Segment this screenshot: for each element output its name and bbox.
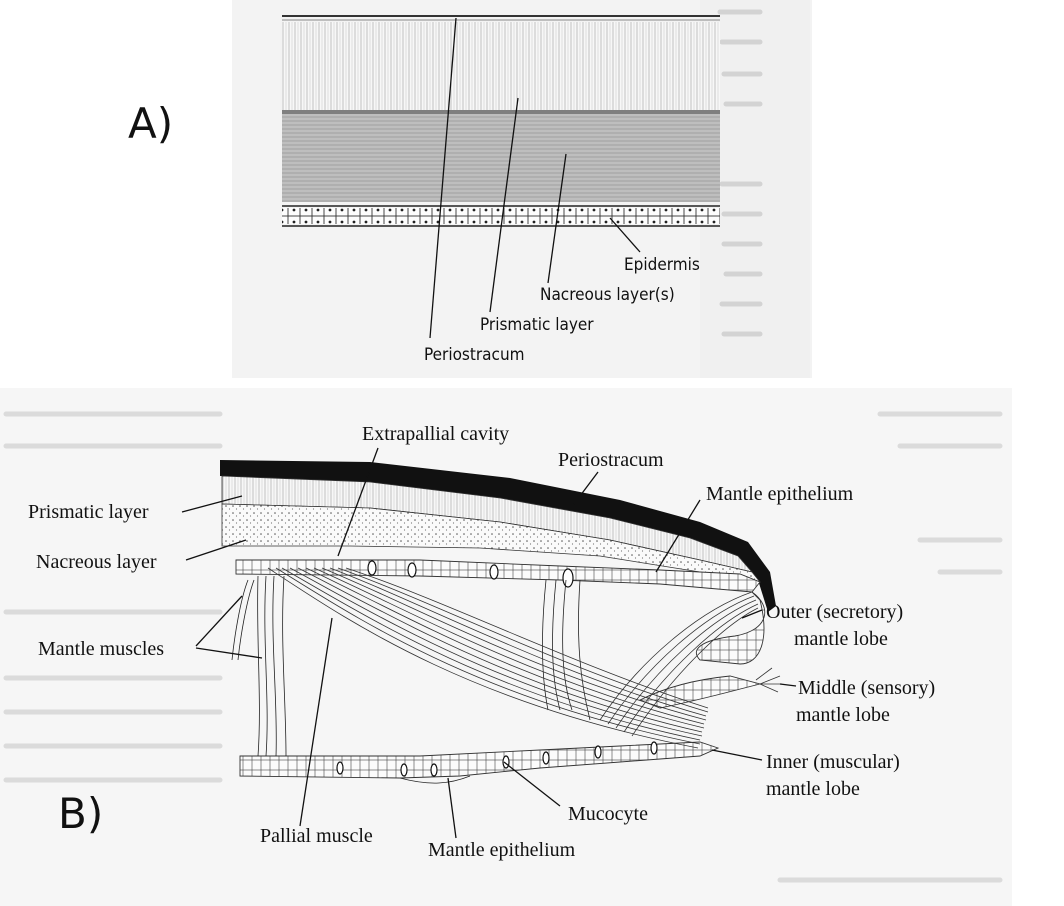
label-mantle-epithelium-top: Mantle epithelium bbox=[706, 483, 854, 505]
leader-outer-lobe bbox=[741, 609, 763, 619]
panel-b-background-print bbox=[3, 411, 1003, 883]
label-pallial-muscle: Pallial muscle bbox=[260, 825, 373, 847]
leader-extrapallial-cavity bbox=[337, 447, 379, 557]
panel-a-leader-periostracum bbox=[429, 17, 457, 339]
leader-prismatic bbox=[181, 495, 243, 513]
panel-a-leader-epidermis bbox=[609, 217, 641, 253]
panel-b-middle-lobe-sensory-hairs bbox=[755, 667, 782, 693]
label-extrapallial-cavity: Extrapallial cavity bbox=[362, 423, 509, 445]
label-mantle-epithelium-bottom: Mantle epithelium bbox=[428, 839, 576, 861]
panel-a-letter: A) bbox=[128, 99, 173, 148]
label-nacreous-layer: Nacreous layer bbox=[36, 551, 157, 573]
panel-b-outer-mantle-lobe bbox=[695, 591, 766, 665]
panel-b-mucocytes bbox=[336, 560, 658, 777]
leader-periostracum bbox=[573, 471, 599, 505]
leader-mantle-epithelium-top bbox=[655, 499, 701, 573]
leader-pallial-muscle bbox=[299, 617, 333, 827]
leader-mantle-epithelium-bottom bbox=[447, 777, 457, 839]
panel-a-label-prismatic: Prismatic layer bbox=[480, 315, 594, 335]
label-inner-lobe-line2: mantle lobe bbox=[766, 778, 860, 800]
panel-a-prismatic-layer bbox=[282, 22, 720, 110]
panel-b-periostracum-band bbox=[220, 460, 776, 612]
leader-inner-lobe bbox=[711, 749, 763, 761]
panel-b-lower-epithelium-fold bbox=[399, 775, 471, 784]
label-outer-lobe-line1: Outer (secretory) bbox=[766, 601, 903, 623]
label-prismatic-layer: Prismatic layer bbox=[28, 501, 149, 523]
panel-a-label-periostracum: Periostracum bbox=[424, 345, 525, 365]
panel-a-leader-prismatic bbox=[489, 97, 519, 313]
label-middle-lobe-line2: mantle lobe bbox=[796, 704, 890, 726]
panel-b-leader-lines bbox=[181, 447, 797, 839]
leader-nacreous bbox=[185, 539, 247, 561]
panel-b: B) Extrapallial cavity Periostracum Mant… bbox=[0, 388, 1012, 906]
leader-mantle-muscles-a bbox=[195, 595, 243, 647]
leader-mantle-muscles-b bbox=[195, 647, 263, 659]
label-mucocyte: Mucocyte bbox=[568, 803, 648, 825]
panel-b-lobe-muscle-fibers bbox=[599, 591, 759, 737]
panel-a-epidermis-layer bbox=[282, 208, 720, 224]
panel-a-label-nacreous: Nacreous layer(s) bbox=[540, 285, 675, 305]
panel-b-outer-epithelium bbox=[235, 559, 761, 593]
panel-a-label-epidermis: Epidermis bbox=[624, 255, 700, 275]
label-outer-lobe-line2: mantle lobe bbox=[794, 628, 888, 650]
panel-b-letter: B) bbox=[58, 789, 103, 838]
label-middle-lobe-line1: Middle (sensory) bbox=[798, 677, 935, 699]
label-periostracum: Periostracum bbox=[558, 449, 664, 471]
leader-mucocyte bbox=[503, 761, 561, 807]
label-mantle-muscles: Mantle muscles bbox=[38, 638, 164, 660]
panel-b-page-background bbox=[0, 388, 1012, 906]
panel-b-pallial-muscle-fibers bbox=[267, 567, 709, 749]
panel-a-leader-nacreous bbox=[547, 153, 567, 284]
panel-a-nacreous-layer bbox=[282, 110, 720, 202]
leader-middle-lobe bbox=[779, 683, 797, 687]
label-inner-lobe-line1: Inner (muscular) bbox=[766, 751, 900, 773]
panel-a: A) Epidermis Nacreous layer(s) Prismatic… bbox=[128, 0, 812, 378]
